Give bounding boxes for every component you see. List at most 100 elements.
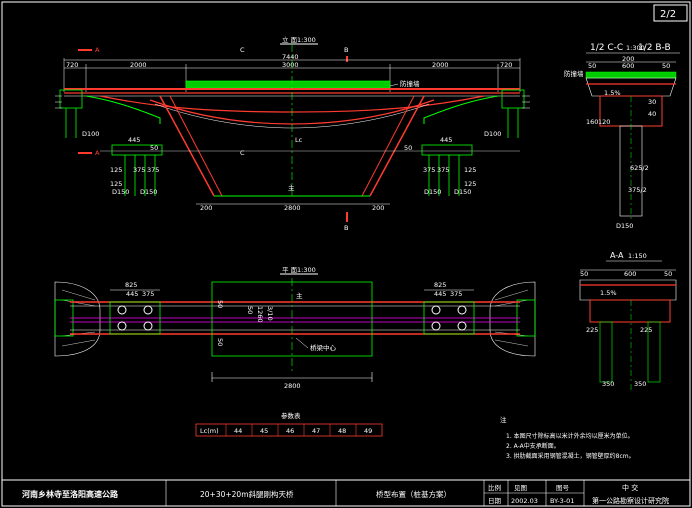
plan-right-825: 825	[434, 281, 446, 289]
section-cc-dim-3: 600	[622, 62, 634, 70]
note-2: 2. A-A中支承断面。	[506, 442, 560, 450]
section-cc-scale: 1:300	[626, 44, 645, 52]
section-aa-dim-3: 50	[664, 270, 672, 278]
elevation-title: 立 面	[282, 35, 298, 44]
plan-right-pilecap	[423, 301, 475, 335]
drawing-name: 20+30+20m斜腿刚构天桥	[200, 489, 294, 499]
plan-left-445: 445	[126, 290, 138, 298]
section-cc-title: 1/2 C-C	[590, 43, 623, 53]
plan-overall: 2800	[284, 382, 301, 390]
section-aa-title: A-A	[610, 251, 624, 260]
right-dim-375b: 375	[437, 166, 449, 174]
deck-guardrail-hatch	[185, 80, 391, 89]
cross-section-cc: 1/2 C-C 1/2 B-B 1:300 50 200 600 50 防撞墙 …	[564, 43, 680, 230]
sheet-number-box: 2/2	[653, 4, 688, 22]
scale-label: 比例	[488, 483, 501, 492]
note-3: 3. 拱肋截面采用钢管混凝土，钢管壁厚约8cm。	[506, 452, 635, 460]
plan-mid-label: 主	[296, 291, 303, 300]
plan-left-pilecap	[109, 301, 161, 335]
left-dim-375b: 375	[147, 166, 159, 174]
section-aa-225a: 225	[586, 326, 598, 334]
institute-line-2: 第一公路勘察设计研究院	[592, 496, 669, 505]
plan-width-5: 3/10	[266, 306, 274, 321]
plan-right-445: 445	[434, 290, 446, 298]
section-mark-a-mid: A	[95, 149, 100, 157]
plan-left-375: 375	[142, 290, 154, 298]
section-bb-title: 1/2 B-B	[638, 43, 671, 53]
section-cc-3752: 375/2	[628, 186, 647, 194]
left-slope-50: 50	[150, 144, 158, 152]
left-pile-d: D100	[82, 130, 99, 138]
section-aa-slope: 1.5%	[600, 289, 617, 297]
drawing-content: 桥型布置（桩基方案）	[376, 489, 451, 499]
left-footing	[111, 144, 163, 156]
dim-top-3: 3000	[282, 61, 299, 69]
right-dim-125a: 125	[464, 166, 476, 174]
dim-top-2: 2000	[130, 61, 147, 69]
param-value-6: 49	[364, 427, 372, 435]
plan-view: 平 面 1:300 主 50 50	[54, 266, 536, 390]
parameter-table: 参数表 Lc(m) 44 45 46 47 48 49	[195, 411, 383, 437]
section-aa-350a: 350	[602, 380, 614, 388]
section-aa-dim-1: 50	[580, 270, 588, 278]
section-cc-d150: D150	[616, 222, 633, 230]
right-dim-445: 445	[440, 136, 452, 144]
guardrail-label: 防撞墙	[400, 79, 420, 88]
section-aa-scale: 1:150	[628, 252, 647, 260]
left-dim-445: 445	[128, 136, 140, 144]
left-inclined-leg	[159, 95, 215, 197]
param-value-5: 48	[338, 427, 346, 435]
sheet-number: 2/2	[660, 9, 676, 20]
section-aa-dim-2: 600	[624, 270, 636, 278]
plan-scale: 1:300	[297, 266, 316, 274]
plan-width-4: 1260	[256, 306, 264, 323]
section-mark-c-top: C	[240, 46, 245, 54]
bottom-dim-200-right: 200	[372, 204, 384, 212]
elevation-mid-label: 主	[288, 183, 295, 192]
left-dim-125b: 125	[110, 180, 122, 188]
section-cc-dim-4: 50	[662, 62, 670, 70]
plan-width-2: 50	[216, 338, 224, 346]
dim-top-4: 2000	[432, 61, 449, 69]
plan-right-wing	[489, 281, 536, 357]
elevation-centerline: Lc	[295, 136, 303, 144]
param-value-1: 44	[234, 427, 242, 435]
title-block: 河南乡林寺至洛阳高速公路 20+30+20m斜腿刚构天桥 桥型布置（桩基方案） …	[2, 479, 690, 506]
figno-value: BY-3-01	[550, 497, 574, 505]
section-cc-160: 160	[586, 118, 598, 126]
right-dim-125b: 125	[464, 180, 476, 188]
date-label: 日期	[488, 497, 502, 505]
bottom-dim-2800: 2800	[284, 204, 301, 212]
section-aa-225b: 225	[640, 326, 652, 334]
dim-top-5: 720	[500, 61, 512, 69]
notes-block: 注 1. 本图尺寸除标高以米计外余均以厘米为单位。 2. A-A中支承断面。 3…	[500, 415, 635, 460]
right-footing	[421, 144, 473, 156]
section-cc-guardrail: 防撞墙	[564, 69, 584, 78]
plan-width-1: 50	[216, 300, 224, 308]
figno-label: 图号	[556, 484, 570, 492]
section-cc-dim-2: 200	[622, 55, 634, 63]
section-cc-dim-1: 50	[588, 62, 596, 70]
plan-title: 平 面	[282, 266, 298, 274]
elevation-view: 立 面 1:300 A C B 7440 720 2000 3000 2000 …	[55, 35, 530, 232]
plan-right-375: 375	[450, 290, 462, 298]
date-value: 2002.03	[511, 497, 538, 505]
left-dim-375a: 375	[133, 166, 145, 174]
plan-bridge-center: 桥梁中心	[310, 343, 337, 352]
right-inclined-leg	[369, 95, 425, 197]
section-mark-b-top: B	[344, 46, 348, 54]
right-dim-d150b: D150	[454, 188, 471, 196]
elevation-scale: 1:300	[297, 36, 316, 44]
cross-section-aa: A-A 1:150 50 600 50 1.5% 225 225 350 350	[579, 251, 677, 392]
institute-line-1: 中 交	[622, 483, 638, 492]
right-dim-d150a: D150	[424, 188, 441, 196]
left-dim-125a: 125	[110, 166, 122, 174]
overall-length: 7440	[282, 53, 299, 61]
param-header: Lc(m)	[200, 427, 219, 435]
section-cc-6252: 625/2	[630, 164, 649, 172]
param-value-2: 45	[260, 427, 268, 435]
left-abutment	[59, 89, 83, 109]
left-dim-d150b: D150	[140, 188, 157, 196]
